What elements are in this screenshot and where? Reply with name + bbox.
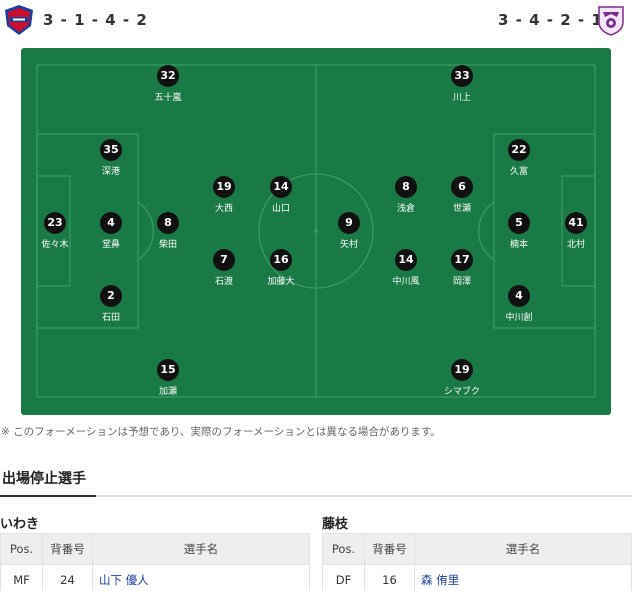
section-divider bbox=[0, 495, 632, 497]
home-player[interactable]: 32 五十嵐 bbox=[128, 65, 208, 103]
player-number: 19 bbox=[451, 359, 473, 381]
player-name: 大西 bbox=[214, 204, 233, 214]
away-player[interactable]: 22 久富 bbox=[479, 139, 559, 177]
player-number: 7 bbox=[213, 249, 235, 271]
player-number: 17 bbox=[451, 249, 473, 271]
away-formation: 3 - 4 - 2 - 1 bbox=[498, 11, 603, 29]
away-player[interactable]: 8 浅倉 bbox=[366, 176, 446, 214]
away-player[interactable]: 33 川上 bbox=[422, 65, 502, 103]
home-player[interactable]: 19 大西 bbox=[184, 176, 264, 214]
player-name: シマブク bbox=[443, 387, 480, 397]
player-link[interactable]: 山下 優人 bbox=[92, 564, 310, 591]
cell-pos: DF bbox=[322, 564, 365, 591]
column-header-number: 背番号 bbox=[42, 533, 93, 565]
player-number: 5 bbox=[508, 212, 530, 234]
player-number: 15 bbox=[157, 359, 179, 381]
player-number: 8 bbox=[157, 212, 179, 234]
player-number: 41 bbox=[565, 212, 587, 234]
player-name: 岡澤 bbox=[452, 277, 471, 287]
home-player[interactable]: 2 石田 bbox=[71, 285, 151, 323]
player-name: 加藤大 bbox=[267, 277, 295, 287]
player-name: 山口 bbox=[271, 204, 290, 214]
table-row: MF 24 山下 優人 bbox=[0, 564, 310, 591]
column-header-pos: Pos. bbox=[0, 533, 43, 565]
table-row: DF 16 森 侑里 bbox=[322, 564, 632, 591]
cell-number: 16 bbox=[364, 564, 415, 591]
away-player[interactable]: 19 シマブク bbox=[422, 359, 502, 397]
home-player[interactable]: 14 山口 bbox=[241, 176, 321, 214]
home-suspended-block: いわき Pos. 背番号 選手名 MF 24 山下 優人 bbox=[0, 513, 310, 591]
player-name: 川上 bbox=[452, 93, 471, 103]
player-number: 9 bbox=[338, 212, 360, 234]
away-player[interactable]: 9 矢村 bbox=[309, 212, 389, 250]
section-divider-accent bbox=[0, 495, 96, 497]
player-number: 14 bbox=[395, 249, 417, 271]
away-suspended-block: 藤枝 Pos. 背番号 選手名 DF 16 森 侑里 bbox=[322, 513, 632, 591]
suspended-table: Pos. 背番号 選手名 DF 16 森 侑里 bbox=[322, 533, 632, 591]
away-player[interactable]: 4 中川創 bbox=[479, 285, 559, 323]
formation-header: 3 - 1 - 4 - 2 3 - 4 - 2 - 1 bbox=[0, 0, 632, 44]
player-number: 33 bbox=[451, 65, 473, 87]
team-name: いわき bbox=[0, 517, 40, 532]
home-player[interactable]: 15 加瀬 bbox=[128, 359, 208, 397]
player-number: 6 bbox=[451, 176, 473, 198]
player-number: 4 bbox=[100, 212, 122, 234]
player-link[interactable]: 森 侑里 bbox=[414, 564, 632, 591]
pitch-markings bbox=[36, 64, 596, 398]
player-name: 佐々木 bbox=[41, 240, 69, 250]
home-formation: 3 - 1 - 4 - 2 bbox=[43, 11, 148, 29]
player-number: 8 bbox=[395, 176, 417, 198]
team-name: 藤枝 bbox=[322, 517, 349, 532]
player-name: 矢村 bbox=[339, 240, 358, 250]
away-player[interactable]: 41 北村 bbox=[536, 212, 611, 250]
player-number: 35 bbox=[100, 139, 122, 161]
player-name: 石田 bbox=[101, 313, 120, 323]
away-player[interactable]: 5 楠本 bbox=[479, 212, 559, 250]
column-header-number: 背番号 bbox=[364, 533, 415, 565]
player-name: 深港 bbox=[101, 167, 120, 177]
home-player[interactable]: 4 堂鼻 bbox=[71, 212, 151, 250]
suspended-table: Pos. 背番号 選手名 MF 24 山下 優人 bbox=[0, 533, 310, 591]
cell-pos: MF bbox=[0, 564, 43, 591]
player-name: 北村 bbox=[566, 240, 585, 250]
iwaki-fc-crest-icon[interactable] bbox=[4, 4, 34, 36]
formation-disclaimer: ※ このフォーメーションは予想であり、実際のフォーメーションとは異なる場合があり… bbox=[1, 426, 441, 438]
player-name: 石渡 bbox=[214, 277, 233, 287]
cell-number: 24 bbox=[42, 564, 93, 591]
player-name: 加瀬 bbox=[158, 387, 177, 397]
column-header-pos: Pos. bbox=[322, 533, 365, 565]
player-number: 16 bbox=[270, 249, 292, 271]
player-name: 柴田 bbox=[158, 240, 177, 250]
away-player[interactable]: 14 中川風 bbox=[366, 249, 446, 287]
away-player[interactable]: 17 岡澤 bbox=[422, 249, 502, 287]
fujieda-myfc-crest-icon[interactable] bbox=[596, 4, 626, 36]
player-number: 4 bbox=[508, 285, 530, 307]
home-player[interactable]: 8 柴田 bbox=[128, 212, 208, 250]
away-player[interactable]: 6 世瀬 bbox=[422, 176, 502, 214]
section-title: 出場停止選手 bbox=[2, 471, 86, 487]
player-number: 2 bbox=[100, 285, 122, 307]
player-name: 堂鼻 bbox=[101, 240, 120, 250]
player-name: 楠本 bbox=[509, 240, 528, 250]
player-name: 浅倉 bbox=[396, 204, 415, 214]
home-player[interactable]: 23 佐々木 bbox=[21, 212, 95, 250]
home-player[interactable]: 16 加藤大 bbox=[241, 249, 321, 287]
player-number: 32 bbox=[157, 65, 179, 87]
player-name: 中川創 bbox=[505, 313, 533, 323]
formation-pitch: 23 佐々木 35 深港 4 堂鼻 2 石田 8 柴田 32 五十嵐 19 大西… bbox=[21, 48, 611, 415]
player-number: 19 bbox=[213, 176, 235, 198]
player-name: 五十嵐 bbox=[154, 93, 182, 103]
player-name: 中川風 bbox=[392, 277, 420, 287]
player-number: 14 bbox=[270, 176, 292, 198]
player-name: 世瀬 bbox=[452, 204, 471, 214]
player-number: 22 bbox=[508, 139, 530, 161]
player-number: 23 bbox=[44, 212, 66, 234]
column-header-name: 選手名 bbox=[92, 533, 310, 565]
player-name: 久富 bbox=[509, 167, 528, 177]
column-header-name: 選手名 bbox=[414, 533, 632, 565]
home-player[interactable]: 35 深港 bbox=[71, 139, 151, 177]
home-player[interactable]: 7 石渡 bbox=[184, 249, 264, 287]
